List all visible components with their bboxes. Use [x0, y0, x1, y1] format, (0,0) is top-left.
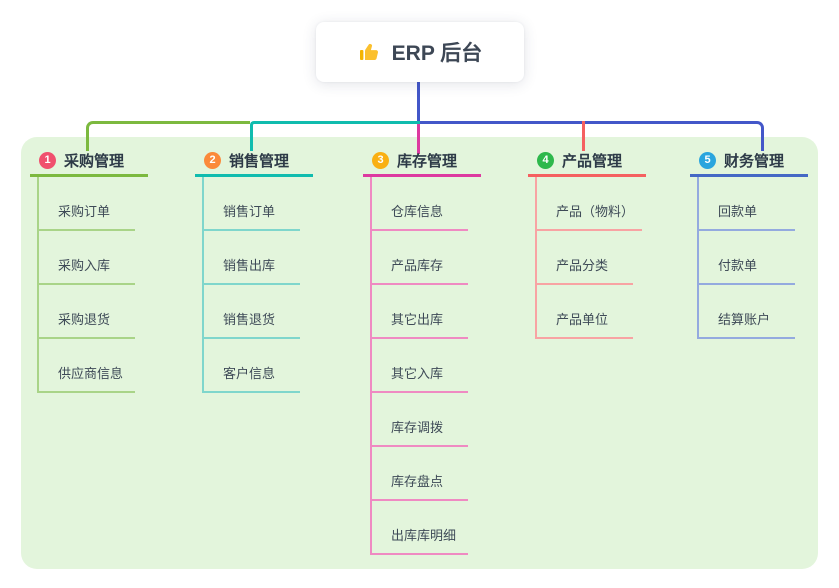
- mindmap-node[interactable]: 仓库信息: [372, 177, 468, 231]
- branch-title-label: 财务管理: [724, 152, 785, 170]
- mindmap-node[interactable]: 销售出库: [204, 231, 300, 285]
- mindmap-node[interactable]: 库存盘点: [372, 447, 468, 501]
- branch-items: 仓库信息产品库存其它出库其它入库库存调拨库存盘点出库库明细: [370, 177, 468, 555]
- connector-branch-2-elbow: [250, 121, 420, 151]
- branch-title[interactable]: 2 销售管理: [195, 146, 313, 177]
- connector-branch-1-elbow: [86, 121, 250, 151]
- connector-root-stem: [417, 82, 420, 124]
- branch-title[interactable]: 5 财务管理: [690, 146, 808, 177]
- branch-title-label: 产品管理: [562, 152, 623, 170]
- branch-title[interactable]: 3 库存管理: [363, 146, 481, 177]
- thumbs-up-icon: [358, 40, 382, 64]
- root-node-erp[interactable]: ERP 后台: [316, 22, 524, 82]
- mindmap-canvas-panel: [21, 137, 818, 569]
- branch-items: 回款单付款单结算账户: [697, 177, 795, 339]
- mindmap-node[interactable]: 客户信息: [204, 339, 300, 393]
- mindmap-node[interactable]: 采购退货: [39, 285, 135, 339]
- branch-1: 1 采购管理采购订单采购入库采购退货供应商信息: [30, 146, 148, 393]
- mindmap-node[interactable]: 供应商信息: [39, 339, 135, 393]
- branch-number-badge: 1: [39, 151, 56, 169]
- branch-title[interactable]: 1 采购管理: [30, 146, 148, 177]
- branch-items: 产品（物料）产品分类产品单位: [535, 177, 643, 339]
- branch-number-badge: 5: [699, 151, 716, 169]
- mindmap-node[interactable]: 结算账户: [699, 285, 795, 339]
- mindmap-node[interactable]: 其它入库: [372, 339, 468, 393]
- branch-2: 2 销售管理销售订单销售出库销售退货客户信息: [195, 146, 313, 393]
- branch-5: 5 财务管理回款单付款单结算账户: [690, 146, 808, 339]
- branch-3: 3 库存管理仓库信息产品库存其它出库其它入库库存调拨库存盘点出库库明细: [363, 146, 481, 555]
- mindmap-node[interactable]: 采购入库: [39, 231, 135, 285]
- connector-branch-4-drop: [582, 121, 585, 151]
- mindmap-node[interactable]: 其它出库: [372, 285, 468, 339]
- mindmap-node[interactable]: 产品库存: [372, 231, 468, 285]
- mindmap-node[interactable]: 产品（物料）: [537, 177, 643, 231]
- root-node-label: ERP 后台: [391, 42, 483, 65]
- branch-title[interactable]: 4 产品管理: [528, 146, 646, 177]
- connector-branch-3-drop: [417, 124, 420, 154]
- mindmap-node[interactable]: 产品分类: [537, 231, 633, 285]
- branch-title-label: 采购管理: [64, 152, 125, 170]
- branch-items: 销售订单销售出库销售退货客户信息: [202, 177, 300, 393]
- mindmap-node[interactable]: 销售退货: [204, 285, 300, 339]
- branch-number-badge: 3: [372, 151, 389, 169]
- branch-title-label: 库存管理: [397, 152, 458, 170]
- branch-title-label: 销售管理: [229, 152, 290, 170]
- mindmap-node[interactable]: 出库库明细: [372, 501, 468, 555]
- mindmap-node[interactable]: 付款单: [699, 231, 795, 285]
- connector-branch-5-elbow: [420, 121, 764, 151]
- branch-items: 采购订单采购入库采购退货供应商信息: [37, 177, 135, 393]
- mindmap-node[interactable]: 销售订单: [204, 177, 300, 231]
- mindmap-node[interactable]: 库存调拨: [372, 393, 468, 447]
- mindmap-node[interactable]: 产品单位: [537, 285, 633, 339]
- branch-4: 4 产品管理产品（物料）产品分类产品单位: [528, 146, 646, 339]
- mindmap-node[interactable]: 回款单: [699, 177, 795, 231]
- branch-number-badge: 4: [537, 151, 554, 169]
- mindmap-node[interactable]: 采购订单: [39, 177, 135, 231]
- branch-number-badge: 2: [204, 151, 221, 169]
